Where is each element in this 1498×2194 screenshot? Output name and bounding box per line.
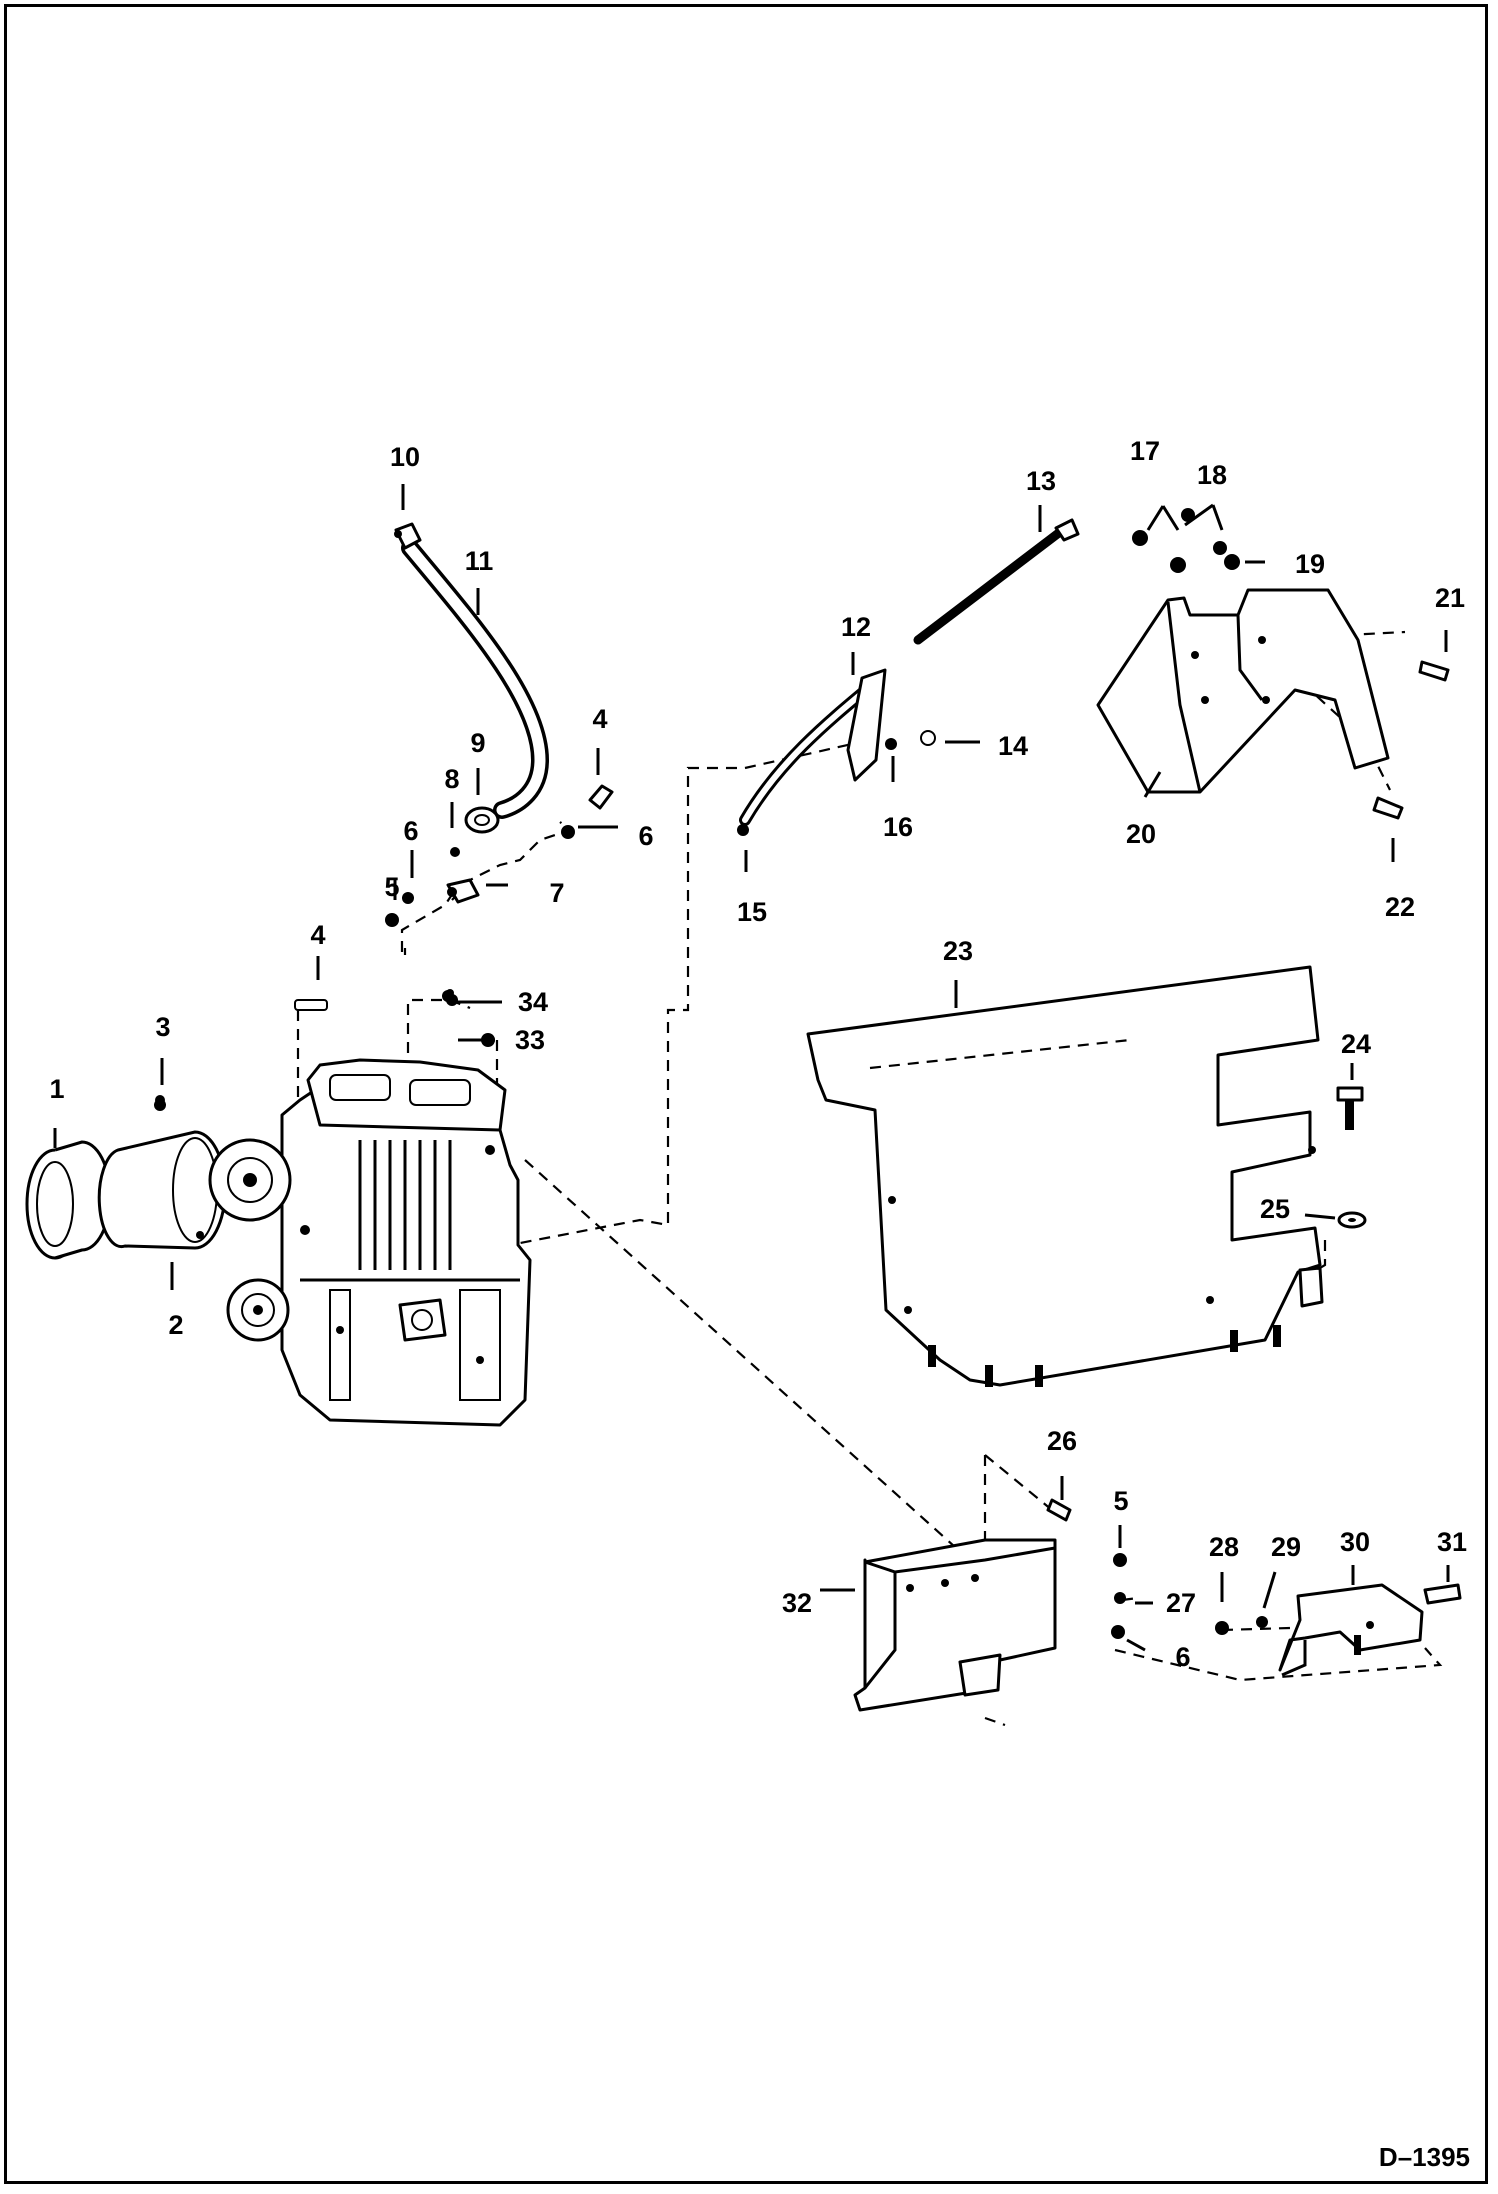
part-14-bolt (920, 730, 936, 746)
callout-10: 10 (390, 442, 420, 472)
part-10-dipstick-cap (394, 522, 422, 550)
part-21-bolt (1418, 660, 1450, 682)
part-8-fitting (450, 847, 460, 857)
callout-5b: 5 (1113, 1486, 1128, 1516)
callout-6b: 6 (638, 821, 653, 851)
callout-6a: 6 (403, 816, 418, 846)
part-26-bolt (1046, 1498, 1072, 1522)
callout-23: 23 (943, 936, 973, 966)
part-29-washer (1256, 1616, 1268, 1628)
callout-30: 30 (1340, 1527, 1370, 1557)
callout-31: 31 (1437, 1527, 1467, 1557)
callout-33: 33 (515, 1025, 545, 1055)
callout-16: 16 (883, 812, 913, 842)
callout-5a: 5 (384, 872, 399, 902)
callout-22: 22 (1385, 892, 1415, 922)
callout-labels: 1 2 3 4 4 5 5 6 6 6 7 8 9 10 11 12 13 14… (49, 436, 1467, 1672)
part-5-27-6-hardware (1111, 1553, 1127, 1639)
part-9-grommet (464, 806, 500, 834)
callout-27: 27 (1166, 1588, 1196, 1618)
callout-7: 7 (549, 878, 564, 908)
callout-34: 34 (518, 987, 548, 1017)
part-33-34-nuts (446, 996, 448, 998)
callout-3: 3 (155, 1012, 170, 1042)
callout-26: 26 (1047, 1426, 1077, 1456)
callout-2: 2 (168, 1310, 183, 1340)
callout-32: 32 (782, 1588, 812, 1618)
part-7-elbow (446, 878, 480, 904)
callout-17: 17 (1130, 436, 1160, 466)
callout-28: 28 (1209, 1532, 1239, 1562)
part-30-mount-plate (1278, 1583, 1424, 1677)
callout-11: 11 (465, 546, 494, 576)
callout-9: 9 (470, 728, 485, 758)
part-23-panel (806, 965, 1324, 1387)
engine-block (208, 1058, 532, 1427)
callout-14: 14 (998, 731, 1028, 761)
callout-6c: 6 (1175, 1642, 1190, 1672)
part-17-18-19-nuts (1132, 508, 1240, 573)
part-25-washer (1337, 1211, 1367, 1229)
callout-24: 24 (1341, 1029, 1371, 1059)
callout-25: 25 (1260, 1194, 1290, 1224)
part-16-nut (885, 738, 897, 750)
document-number: D–1395 (1379, 2142, 1470, 2172)
part-22-bolt (1372, 796, 1404, 820)
callout-12: 12 (841, 612, 871, 642)
part-13-throttle-rod (913, 518, 1080, 645)
callout-8: 8 (444, 764, 459, 794)
part-15-pin (737, 824, 749, 836)
part-28-nut (1215, 1621, 1229, 1635)
callout-leaders (53, 484, 1450, 1652)
callout-1: 1 (49, 1074, 64, 1104)
part-31-bolt (1423, 1583, 1462, 1605)
callout-29: 29 (1271, 1532, 1301, 1562)
callout-15: 15 (737, 897, 767, 927)
callout-20: 20 (1126, 819, 1156, 849)
part-1-guard-ring (25, 1140, 112, 1260)
diagram-border (4, 4, 1488, 2184)
callout-21: 21 (1435, 583, 1465, 613)
callout-4b: 4 (592, 704, 607, 734)
callout-13: 13 (1026, 466, 1056, 496)
callout-4a: 4 (310, 920, 325, 950)
part-24-bolt (1336, 1086, 1364, 1130)
callout-18: 18 (1197, 460, 1227, 490)
part-32-support-bracket (853, 1538, 1057, 1712)
hardware-bolts-nuts (154, 784, 614, 1111)
callout-19: 19 (1295, 549, 1325, 579)
part-11-dipstick-tube (401, 539, 550, 819)
part-2-shroud (97, 1095, 227, 1250)
part-20-bracket (1096, 588, 1390, 794)
part-12-linkage-arm (739, 668, 887, 826)
